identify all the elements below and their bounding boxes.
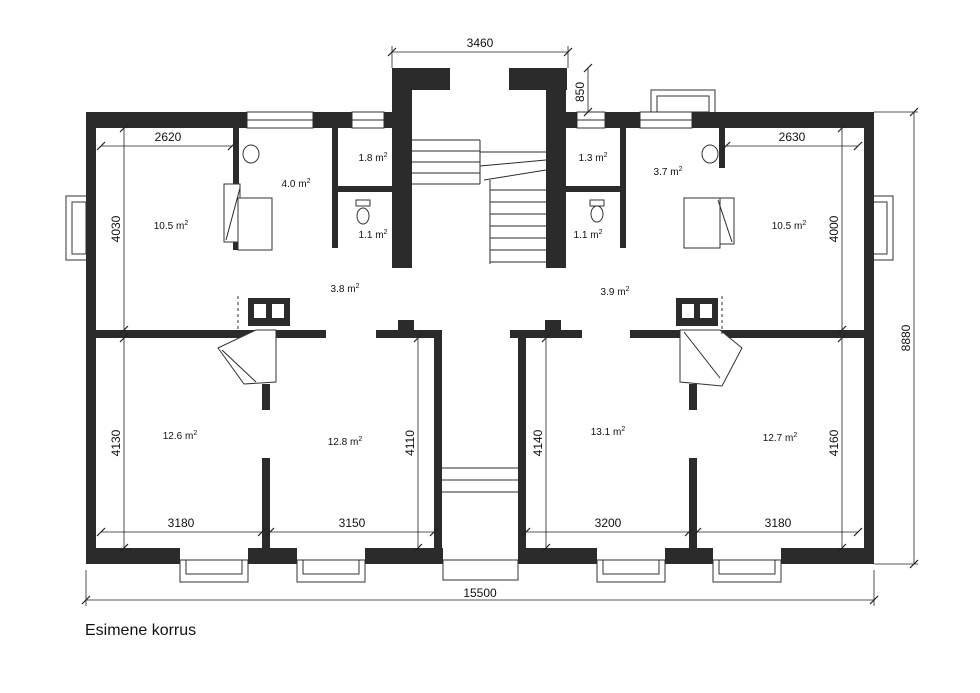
- dim-bottom-w1: 3180: [168, 516, 195, 530]
- dim-center-right-height: 4140: [531, 429, 545, 456]
- windows: [65, 89, 894, 583]
- area-right-storage-top: 1.3 m2: [579, 152, 608, 164]
- area-left-storage-top: 1.8 m2: [359, 152, 388, 164]
- floor-caption: Esimene korrus: [85, 622, 197, 639]
- area-right-room-bottom-left: 13.1 m2: [591, 426, 626, 438]
- area-right-hall: 3.9 m2: [601, 286, 630, 298]
- area-left-room-bottom-left: 12.6 m2: [163, 430, 198, 442]
- area-left-wc-small: 1.1 m2: [359, 229, 388, 241]
- dim-right-top-height: 4000: [827, 215, 841, 242]
- area-right-wc-main: 3.7 m2: [654, 166, 683, 178]
- dim-bottom-w3: 3200: [595, 516, 622, 530]
- area-left-bedroom-top: 10.5 m2: [154, 220, 189, 232]
- chimney-flues: [254, 304, 712, 318]
- dim-bottom-w4: 3180: [765, 516, 792, 530]
- dim-bottom-w2: 3150: [339, 516, 366, 530]
- dim-right-bottom-height: 4160: [827, 429, 841, 456]
- area-right-wc-small: 1.1 m2: [574, 229, 603, 241]
- dim-left-top-height: 4030: [109, 215, 123, 242]
- area-left-hall: 3.8 m2: [331, 283, 360, 295]
- area-right-bedroom-top: 10.5 m2: [772, 220, 807, 232]
- dimension-labels: 3460 850 2620 2630 4030 4000 8880 4130 4…: [109, 36, 913, 600]
- area-left-room-bottom-right: 12.8 m2: [328, 436, 363, 448]
- dim-center-left-height: 4110: [403, 430, 417, 456]
- walls: [86, 68, 874, 564]
- dim-total-height: 8880: [899, 324, 913, 351]
- area-left-wc-main: 4.0 m2: [282, 178, 311, 190]
- dimension-lines: [81, 46, 919, 606]
- dim-total-width: 15500: [463, 586, 497, 600]
- dim-right-top-width: 2630: [779, 130, 806, 144]
- room-area-labels: 10.5 m2 4.0 m2 1.8 m2 1.1 m2 3.8 m2 12.6…: [154, 152, 807, 448]
- area-right-room-bottom-right: 12.7 m2: [763, 432, 798, 444]
- dim-stair-width: 3460: [467, 36, 494, 50]
- dim-left-top-width: 2620: [155, 130, 182, 144]
- fixtures: [217, 144, 743, 387]
- dim-stair-depth: 850: [573, 82, 587, 102]
- staircase: [412, 139, 547, 493]
- dim-left-bottom-height: 4130: [109, 429, 123, 456]
